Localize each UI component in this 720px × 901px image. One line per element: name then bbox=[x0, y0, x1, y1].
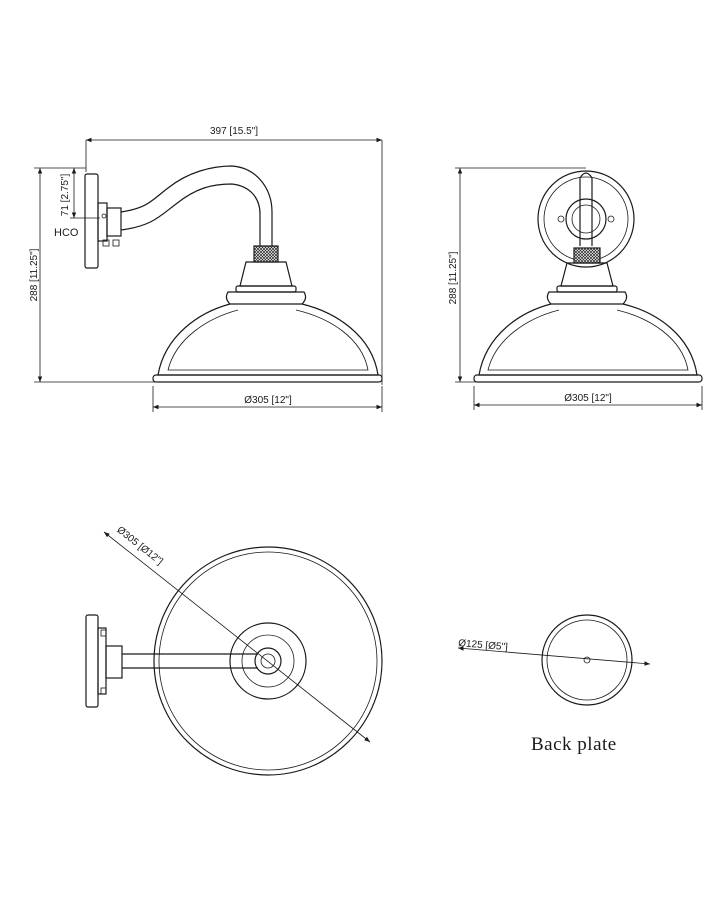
center-hole bbox=[583, 656, 591, 664]
front-shade bbox=[478, 303, 698, 376]
front-view: 288 [11.25"] Ø305 [12"] bbox=[448, 167, 703, 410]
top-diameter-line bbox=[103, 531, 371, 743]
top-view: Ø305 [Ø12"] bbox=[85, 525, 383, 776]
front-height-label: 288 [11.25"] bbox=[448, 251, 459, 304]
back-plate-diameter-line bbox=[457, 646, 651, 666]
height-dimension-label: 288 [11.25"] bbox=[29, 248, 40, 301]
back-plate-diameter-label: Ø125 [Ø5"] bbox=[458, 638, 509, 653]
hco-offset-label: 71 [2.75"] bbox=[60, 174, 71, 217]
back-plate-front bbox=[537, 170, 635, 268]
shade-side bbox=[157, 303, 379, 376]
back-plate-view: Ø125 [Ø5"] Back plate bbox=[457, 614, 651, 755]
back-plate-title: Back plate bbox=[531, 734, 617, 755]
front-arm bbox=[579, 172, 593, 246]
side-view: 397 [15.5"] 288 [11.25"] 71 [2.75"] HCO bbox=[29, 126, 383, 412]
gooseneck-arm bbox=[120, 165, 273, 246]
mount-block bbox=[97, 202, 108, 242]
back-plate-side bbox=[84, 173, 99, 269]
shade-diameter-label: Ø305 [12"] bbox=[244, 395, 292, 406]
knurled-socket bbox=[253, 245, 279, 263]
hco-label: HCO bbox=[54, 227, 79, 239]
shade-rim bbox=[152, 374, 383, 383]
top-back-plate bbox=[85, 614, 99, 708]
front-diameter-label: Ø305 [12"] bbox=[564, 393, 612, 404]
back-plate-outer bbox=[541, 614, 633, 706]
front-knurled-socket bbox=[573, 247, 601, 264]
arm-collar bbox=[106, 207, 122, 237]
socket-cap bbox=[239, 261, 293, 287]
width-dimension-label: 397 [15.5"] bbox=[210, 126, 258, 137]
